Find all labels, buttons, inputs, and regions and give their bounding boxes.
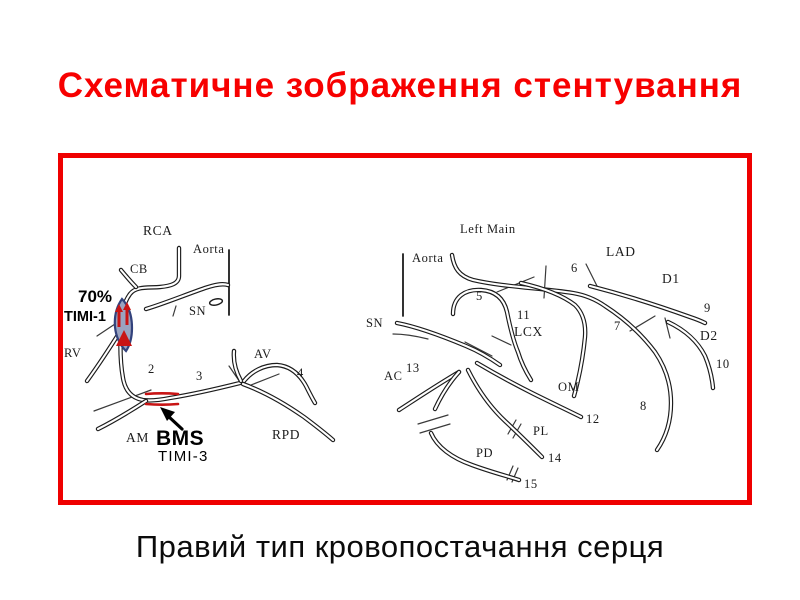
label-am: AM	[126, 430, 149, 445]
label-timi-3: TIMI-3	[158, 448, 209, 465]
lca-segment-ticks	[417, 263, 671, 483]
label-segment-2: 2	[148, 362, 155, 376]
label-bms: BMS	[156, 427, 204, 450]
stenosis-triangle-icon	[116, 330, 132, 346]
label-segment-15: 15	[524, 477, 538, 491]
sn-ostium-ring	[208, 298, 224, 306]
label-ac: AC	[384, 369, 403, 383]
label-pl: PL	[533, 424, 549, 438]
label-rpd: RPD	[272, 427, 300, 442]
coronary-diagram-figure: RCA Aorta CB SN 70% TIMI-1 RV 2 3 AV 4 A…	[64, 222, 730, 491]
stenosis-marker	[113, 297, 134, 353]
lca-vessels	[397, 255, 713, 480]
label-aorta-left: Aorta	[193, 242, 224, 256]
label-cb: CB	[130, 262, 148, 276]
label-segment-6: 6	[571, 261, 578, 275]
slide-title: Схематичне зображення стентування	[57, 66, 743, 105]
label-rca: RCA	[143, 223, 173, 238]
label-segment-4: 4	[297, 366, 304, 380]
label-stenosis-percent: 70%	[78, 287, 112, 306]
label-segment-12: 12	[586, 412, 600, 426]
label-rv: RV	[64, 346, 82, 360]
diagram-frame: RCA Aorta CB SN 70% TIMI-1 RV 2 3 AV 4 A…	[58, 153, 752, 505]
label-pd: PD	[476, 446, 493, 460]
label-aorta-right: Aorta	[412, 251, 443, 265]
sn-fork-line	[392, 333, 429, 340]
label-segment-7: 7	[614, 319, 621, 333]
label-segment-9: 9	[704, 301, 711, 315]
stenosis-arrow-icon	[115, 304, 123, 327]
label-d1: D1	[662, 271, 680, 286]
slide-caption: Правий тип кровопостачання серця	[135, 529, 665, 564]
label-segment-13: 13	[406, 361, 420, 375]
stenosis-arrow-icon	[123, 302, 131, 325]
label-lad: LAD	[606, 244, 636, 259]
label-segment-5: 5	[476, 289, 483, 303]
stent-marker	[144, 391, 180, 407]
label-segment-11: 11	[517, 308, 530, 322]
label-segment-14: 14	[548, 451, 562, 465]
label-sn-left: SN	[189, 304, 206, 318]
label-lcx: LCX	[514, 324, 543, 339]
bms-arrow-icon	[160, 407, 184, 431]
label-segment-8: 8	[640, 399, 647, 413]
left-coronary-diagram: Left Main Aorta LAD 6 D1 9 5 11 LCX SN 7…	[366, 222, 730, 491]
label-sn-right: SN	[366, 316, 383, 330]
label-left-main: Left Main	[460, 222, 516, 236]
label-d2: D2	[700, 328, 718, 343]
label-timi-1: TIMI-1	[64, 309, 106, 325]
label-segment-3: 3	[196, 369, 203, 383]
rca-diagram: RCA Aorta CB SN 70% TIMI-1 RV 2 3 AV 4 A…	[64, 223, 333, 465]
label-av: AV	[254, 347, 272, 361]
label-segment-10: 10	[716, 357, 730, 371]
label-om: OM	[558, 380, 579, 394]
